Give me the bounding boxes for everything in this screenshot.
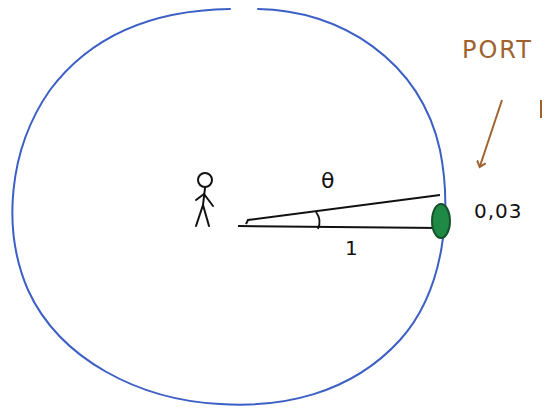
angle-label: θ bbox=[321, 170, 334, 192]
cut-stroke bbox=[540, 100, 542, 118]
port-blob bbox=[432, 204, 450, 238]
pointer-arrow bbox=[480, 100, 502, 166]
angle-arc bbox=[316, 212, 320, 229]
port-title: PORT bbox=[462, 38, 533, 62]
size-label: 0,03 bbox=[474, 201, 523, 221]
stick-figure bbox=[196, 173, 213, 226]
length-label: 1 bbox=[345, 238, 358, 258]
slant-line bbox=[246, 195, 440, 224]
room-circle bbox=[12, 9, 445, 405]
radius-line bbox=[238, 226, 440, 228]
